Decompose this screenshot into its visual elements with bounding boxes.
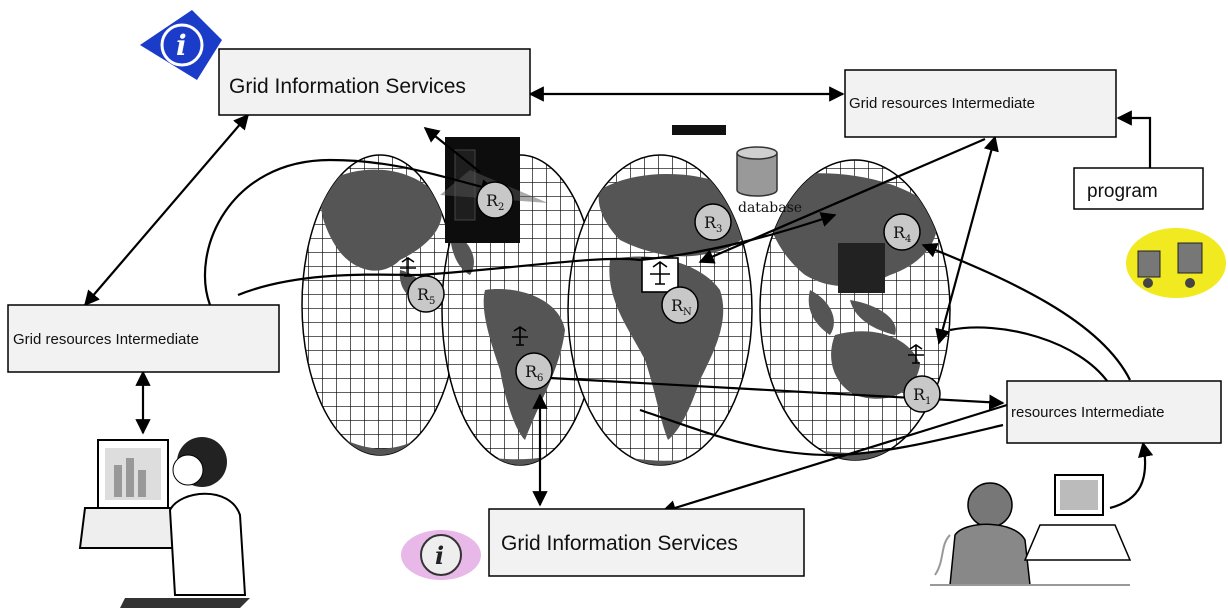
node-r2-base: R <box>486 191 499 210</box>
ri-right-box[interactable]: resources Intermediate <box>1006 380 1222 444</box>
program-box[interactable]: program <box>1073 167 1204 210</box>
map-gore-3 <box>567 154 753 466</box>
node-r5-base: R <box>417 285 430 304</box>
node-r5[interactable]: R 5 <box>407 275 445 313</box>
program-label: program <box>1087 181 1158 202</box>
computer-user-icon <box>78 437 250 608</box>
node-r4[interactable]: R 4 <box>883 213 921 251</box>
server-box-icon <box>838 243 885 293</box>
node-r2[interactable]: R 2 <box>476 181 514 219</box>
world-map <box>301 154 951 466</box>
node-r1-base: R <box>913 385 926 404</box>
map-gore-1 <box>301 154 459 456</box>
antenna-icon <box>400 257 924 364</box>
node-r4-base: R <box>893 223 906 242</box>
info-icon: i <box>140 10 222 80</box>
map-title-smudge <box>672 125 726 135</box>
gri-left-box[interactable]: Grid resources Intermediate <box>7 304 280 373</box>
node-r3-sub: 3 <box>716 224 722 235</box>
gri-top-right-box[interactable]: Grid resources Intermediate <box>844 69 1117 138</box>
node-rn-sub: N <box>683 307 692 318</box>
frustrated-user-icon <box>930 474 1132 586</box>
node-r6-sub: 6 <box>537 373 543 384</box>
gis-bottom-label: Grid Information Services <box>501 532 738 555</box>
node-r3[interactable]: R 3 <box>694 203 732 241</box>
gri-top-right-label: Grid resources Intermediate <box>849 95 1035 112</box>
node-r1[interactable]: R 1 <box>903 375 941 413</box>
info-icon-bottom: i <box>401 530 481 580</box>
ri-right-label: resources Intermediate <box>1011 404 1164 421</box>
connectors <box>83 86 1154 516</box>
node-r1-sub: 1 <box>925 396 931 407</box>
gis-top-label: Grid Information Services <box>229 75 466 98</box>
node-r5-sub: 5 <box>429 296 435 307</box>
node-r3-base: R <box>704 213 717 232</box>
database-label: database <box>738 200 802 216</box>
node-r6[interactable]: R 6 <box>515 352 553 390</box>
node-r2-sub: 2 <box>498 202 504 213</box>
node-rn-base: R <box>671 296 684 315</box>
database-icon: database <box>736 146 802 216</box>
svg-text:i: i <box>435 541 444 570</box>
gis-bottom-box[interactable]: Grid Information Services <box>488 508 805 577</box>
svg-text:i: i <box>176 29 187 62</box>
node-rn[interactable]: R N <box>661 286 699 324</box>
node-r6-base: R <box>525 362 538 381</box>
printer-icon <box>1126 228 1226 298</box>
gri-left-label: Grid resources Intermediate <box>13 331 199 348</box>
node-r4-sub: 4 <box>905 234 911 245</box>
gis-top-box[interactable]: Grid Information Services <box>218 48 531 116</box>
